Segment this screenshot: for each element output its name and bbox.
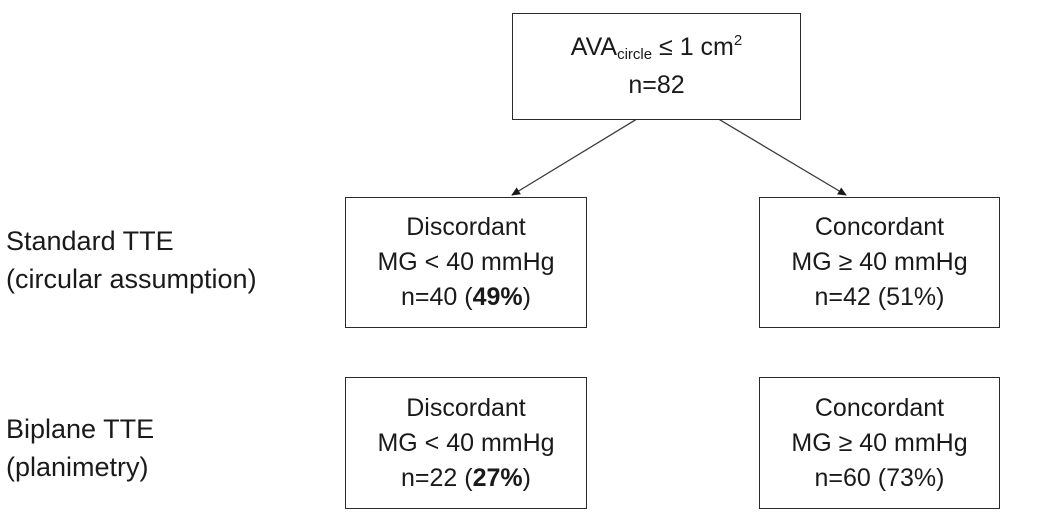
ava-prefix: AVA [570,33,618,61]
row-label-biplane-tte: Biplane TTE (planimetry) [6,410,154,486]
root-node-box: AVAcircle ≤ 1 cm2 n=82 [512,13,801,120]
box-gradient: MG ≥ 40 mmHg [791,428,968,457]
ava-condition: ≤ 1 cm [652,33,734,61]
ava-subscript: circle [617,46,653,63]
row-label-line2: (planimetry) [6,452,149,482]
box-gradient: MG < 40 mmHg [377,248,555,276]
box-count: n=60 (73%) [814,463,945,492]
arrow-to-discordant [511,107,656,196]
box-title: Discordant [406,393,526,422]
standard-discordant-box: Discordant MG < 40 mmHg n=40 (49%) [345,197,587,328]
row-label-line1: Biplane TTE [6,414,155,444]
box-title: Discordant [406,213,526,241]
count-percent-bold: 27% [472,463,523,492]
arrow-to-concordant [699,107,847,196]
box-gradient: MG ≥ 40 mmHg [791,248,968,276]
box-count: n=40 (49%) [401,280,531,315]
box-count: n=42 (51%) [814,283,945,311]
row-label-line1: Standard TTE [6,226,174,256]
box-count: n=22 (27%) [401,461,531,496]
root-node-criterion: AVAcircle ≤ 1 cm2 [571,30,742,68]
count-suffix: ) [522,283,531,311]
biplane-discordant-box: Discordant MG < 40 mmHg n=22 (27%) [345,377,587,509]
count-prefix: n=40 ( [401,283,473,311]
count-percent-bold: 49% [472,283,523,311]
box-title: Concordant [814,393,945,422]
ava-superscript: 2 [733,32,743,49]
row-label-standard-tte: Standard TTE (circular assumption) [6,222,257,298]
box-gradient: MG < 40 mmHg [377,428,555,457]
standard-concordant-box: Concordant MG ≥ 40 mmHg n=42 (51%) [759,197,1000,328]
row-label-line2: (circular assumption) [6,264,257,294]
count-prefix: n=22 ( [401,463,473,492]
box-title: Concordant [814,213,945,241]
count-suffix: ) [522,463,531,492]
biplane-concordant-box: Concordant MG ≥ 40 mmHg n=60 (73%) [759,377,1000,509]
root-node-count: n=82 [628,71,685,99]
